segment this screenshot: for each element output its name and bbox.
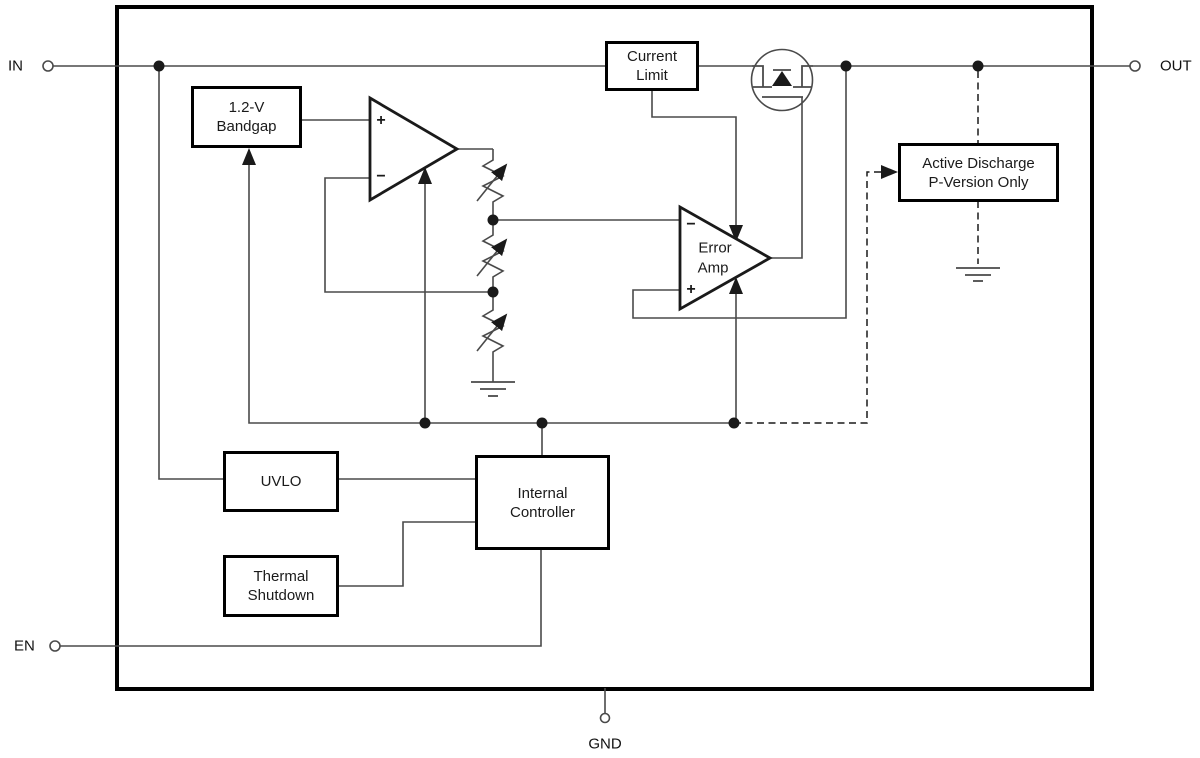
junction-dot (153, 60, 165, 72)
internal-controller-label-line1: Internal (517, 484, 568, 502)
junction-dot (487, 286, 499, 298)
current-limit-label-line1: Current (626, 48, 678, 65)
current-limit-block: Current Limit (605, 41, 699, 91)
ground-symbol-discharge (956, 267, 1000, 282)
internal-controller-block: Internal Controller (475, 455, 610, 550)
uvlo-label: UVLO (260, 473, 302, 490)
pass-transistor (750, 48, 814, 112)
junction-dot (487, 214, 499, 226)
junction-dot (536, 417, 548, 429)
bandgap-buffer-amp (368, 95, 460, 203)
error-amp-name-line2: Amp (697, 259, 729, 277)
error-amp (678, 204, 773, 312)
resistor-trim-arrow (476, 163, 508, 202)
internal-controller-label-line2: Controller (509, 503, 576, 521)
wire-error-to-gate (770, 97, 803, 259)
junction-dot (840, 60, 852, 72)
resistor-trim-arrow (476, 313, 508, 352)
dashed-rail-to-discharge (734, 165, 898, 424)
wire-buffer-feedback (324, 177, 493, 293)
pin-label-gnd: GND (588, 735, 622, 753)
wire-out-to-error-plus (632, 68, 847, 319)
body-diode (772, 71, 792, 86)
wire-rail-to-bandgap (242, 148, 734, 424)
pin-label-out: OUT (1160, 57, 1192, 75)
current-limit-label-line2: Limit (636, 67, 668, 84)
wire-in-to-uvlo (158, 66, 226, 480)
bandgap-label-line2: Bandgap (216, 118, 277, 135)
out-terminal (1129, 60, 1141, 72)
wire-en-to-controller (60, 547, 542, 647)
pin-label-in: IN (8, 57, 23, 75)
resistor-top (481, 149, 505, 220)
active-discharge-label-line2: P-Version Only (928, 173, 1029, 191)
ground-symbol-divider (471, 381, 515, 397)
thermal-shutdown-label-line1: Thermal (253, 568, 309, 585)
active-discharge-block: Active Discharge P-Version Only (898, 143, 1059, 202)
wire-thermal-to-controller (336, 521, 478, 587)
bandgap-label-line1: 1.2-V (228, 99, 265, 116)
uvlo-block: UVLO (223, 451, 339, 512)
junction-dot (728, 417, 740, 429)
junction-dots (153, 60, 984, 429)
en-terminal (49, 640, 61, 652)
wire-current-limit-to-error (651, 90, 743, 242)
bandgap-block: 1.2-V Bandgap (191, 86, 302, 148)
gnd-terminal (599, 712, 611, 724)
buffer-plus-input-label: + (376, 112, 386, 129)
thermal-shutdown-label-line2: Shutdown (247, 587, 315, 604)
resistor-divider (476, 149, 508, 382)
active-discharge-label-line1: Active Discharge (922, 154, 1035, 172)
in-terminal (42, 60, 54, 72)
control-wiring (60, 478, 606, 713)
error-amp-minus-input-label: − (686, 216, 696, 233)
thermal-shutdown-block: Thermal Shutdown (223, 555, 339, 617)
error-amp-name-line1: Error (698, 239, 732, 257)
resistor-trim-arrow (476, 238, 508, 277)
resistor-bottom (481, 292, 505, 382)
buffer-minus-input-label: − (376, 168, 386, 185)
dashed-discharge-path (734, 71, 979, 424)
bias-rail (242, 148, 743, 458)
junction-dot (972, 60, 984, 72)
error-amp-plus-input-label: + (686, 281, 696, 298)
pin-label-en: EN (14, 637, 35, 655)
junction-dot (419, 417, 431, 429)
